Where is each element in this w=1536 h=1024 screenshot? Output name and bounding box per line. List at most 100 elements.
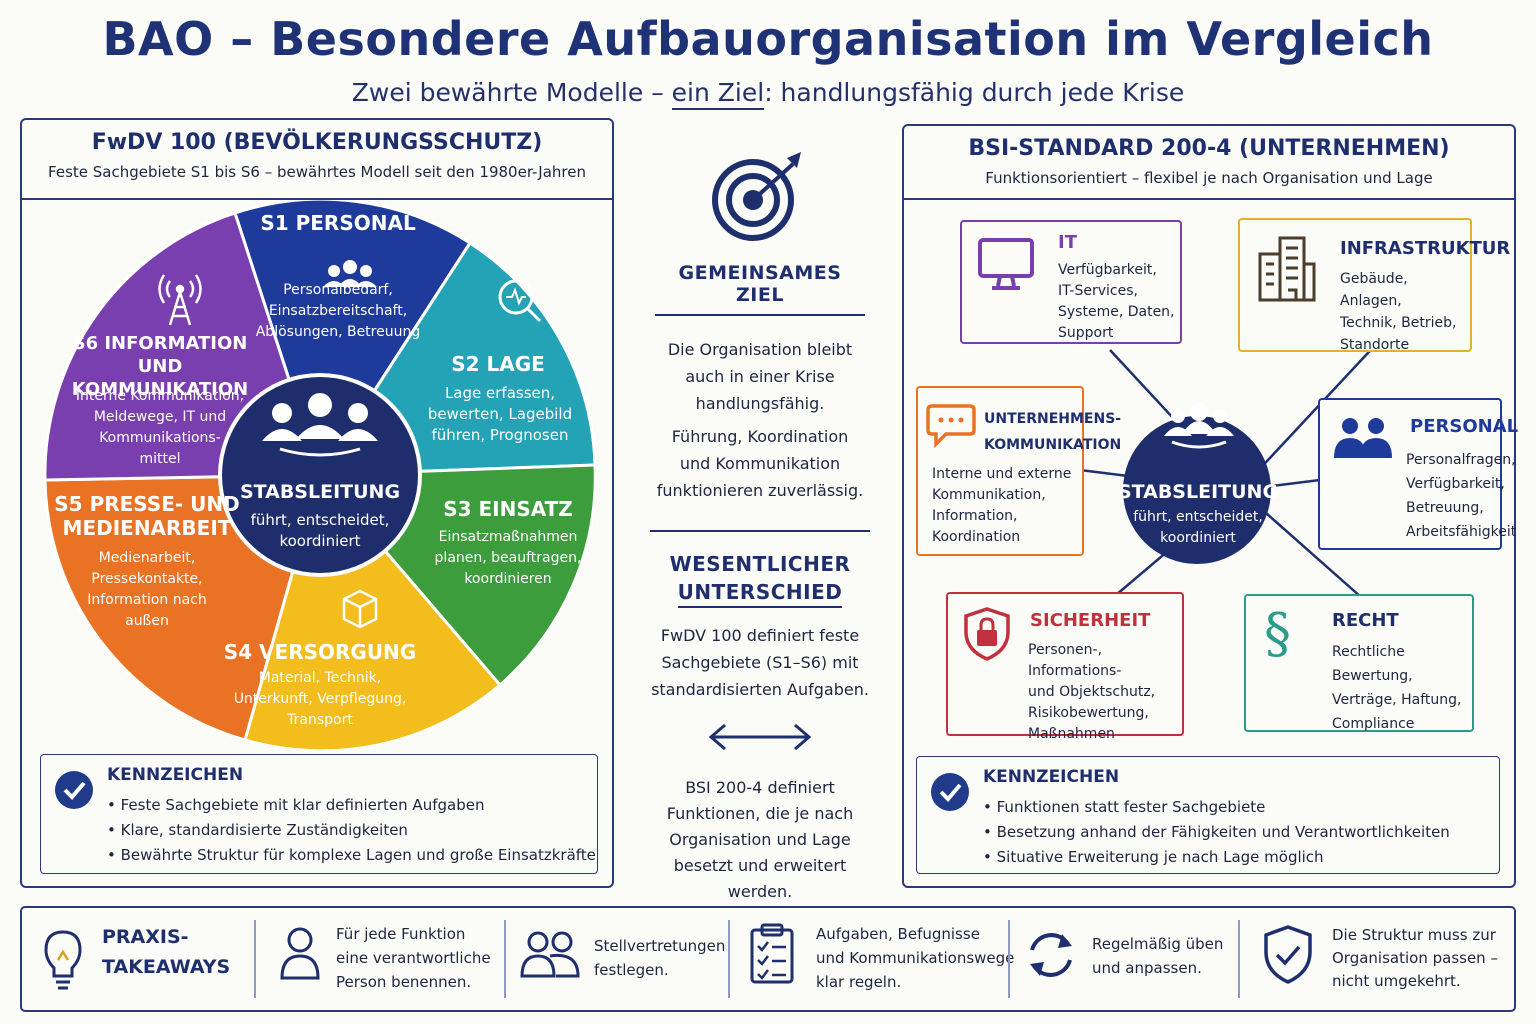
shield-lock-icon bbox=[964, 607, 1010, 661]
s1-group-icon bbox=[323, 260, 377, 287]
diff-line2: Sachgebiete (S1–S6) mit bbox=[661, 653, 859, 672]
goal-line1: Die Organisation bleibt bbox=[667, 340, 853, 359]
s6-title: S6 INFORMATION UND KOMMUNIKATION bbox=[62, 332, 258, 401]
it-line3: Systeme, Daten, bbox=[1058, 304, 1175, 320]
goal-line3: handlungsfähig. bbox=[695, 394, 825, 413]
diff2-line4: besetzt und erweitert bbox=[673, 856, 847, 875]
s4-box-icon bbox=[342, 589, 378, 629]
infrastruktur-text: Gebäude, Anlagen, Technik, Betrieb, Stan… bbox=[1340, 268, 1470, 356]
s3-line1: Einsatzmaßnahmen bbox=[438, 529, 578, 545]
right-center-line1: führt, entscheidet, bbox=[1133, 509, 1263, 525]
recht-title: RECHT bbox=[1332, 610, 1399, 631]
takeaway-4-text: Regelmäßig üben und anpassen. bbox=[1092, 932, 1223, 980]
sicherheit-line1: Personen-, Informations- bbox=[1028, 642, 1122, 679]
divider bbox=[650, 530, 870, 532]
s1-line2: Einsatzbereitschaft, bbox=[268, 303, 408, 319]
takeaway-1-line1: Für jede Funktion bbox=[336, 925, 466, 943]
takeaway-5-text: Die Struktur muss zur Organisation passe… bbox=[1332, 924, 1498, 993]
center-group-icon bbox=[262, 393, 378, 457]
s3-text: Einsatzmaßnahmen planen, beauftragen, ko… bbox=[416, 527, 600, 590]
takeaway-2-line2: festlegen. bbox=[594, 961, 669, 979]
takeaways-title: PRAXIS- TAKEAWAYS bbox=[102, 922, 230, 982]
personal-line4: Arbeitsfähigkeit bbox=[1406, 524, 1517, 540]
bsi-kennzeichen-title: KENNZEICHEN bbox=[983, 767, 1120, 787]
takeaway-1-text: Für jede Funktion eine verantwortliche P… bbox=[336, 922, 491, 994]
fwdv-title: FwDV 100 (BEVÖLKERUNGSSCHUTZ) bbox=[91, 130, 543, 155]
clipboard-icon bbox=[750, 923, 794, 984]
s5-title: S5 PRESSE- UND MEDIENARBEIT bbox=[52, 492, 242, 540]
diff2-line1: BSI 200-4 definiert bbox=[685, 778, 835, 797]
takeaway-3-line3: klar regeln. bbox=[816, 973, 902, 991]
s6-line4: mittel bbox=[139, 451, 181, 467]
segment-s1 bbox=[233, 200, 473, 479]
sicherheit-line4: Maßnahmen bbox=[1028, 726, 1115, 742]
sicherheit-title: SICHERHEIT bbox=[1030, 610, 1151, 631]
double-arrow-icon bbox=[708, 723, 812, 751]
personal-box: PERSONAL Personalfragen, Verfügbarkeit, … bbox=[1318, 398, 1518, 550]
goal2-line1: Führung, Koordination bbox=[671, 427, 849, 446]
s4-title: S4 VERSORGUNG bbox=[223, 640, 417, 664]
sicherheit-text: Personen-, Informations- und Objektschut… bbox=[1028, 640, 1182, 745]
subtitle-emphasis: ein Ziel bbox=[671, 78, 765, 110]
goal-text: Die Organisation bleibt auch in einer Kr… bbox=[640, 336, 880, 417]
infra-line1: Gebäude, Anlagen, bbox=[1340, 271, 1408, 309]
s2-magnifier-icon bbox=[498, 279, 542, 323]
two-persons-icon bbox=[520, 931, 580, 978]
target-icon bbox=[712, 152, 801, 241]
s6-line3: Kommunikations- bbox=[99, 430, 221, 446]
it-title: IT bbox=[1058, 232, 1077, 253]
building-icon bbox=[1258, 236, 1316, 302]
recht-line2: Verträge, Haftung, bbox=[1332, 692, 1462, 708]
takeaway-2-text: Stellvertretungen festlegen. bbox=[594, 934, 725, 982]
bsi-kennzeichen-list: Funktionen statt fester Sachgebiete Bese… bbox=[983, 795, 1450, 870]
goal2-line3: funktionieren zuverlässig. bbox=[656, 481, 864, 500]
lightbulb-icon bbox=[44, 930, 82, 990]
bsi-kennzeichen: KENNZEICHEN Funktionen statt fester Sach… bbox=[916, 756, 1500, 874]
s5-title-line2: MEDIENARBEIT bbox=[62, 516, 232, 540]
subtitle-pre: Zwei bewährte Modelle – bbox=[351, 78, 672, 107]
takeaway-3-line1: Aufgaben, Befugnisse bbox=[816, 925, 980, 943]
list-item: Funktionen statt fester Sachgebiete bbox=[983, 795, 1450, 820]
it-line2: IT-Services, bbox=[1058, 283, 1138, 299]
paragraph-icon: § bbox=[1264, 602, 1291, 665]
fwdv-header: FwDV 100 (BEVÖLKERUNGSSCHUTZ) Feste Sach… bbox=[22, 120, 612, 200]
list-item: Klare, standardisierte Zuständigkeiten bbox=[107, 818, 596, 843]
s5-line2: Pressekontakte, bbox=[91, 571, 203, 587]
page-title: BAO – Besondere Aufbauorganisation im Ve… bbox=[102, 12, 1434, 66]
it-text: Verfügbarkeit, IT-Services, Systeme, Dat… bbox=[1058, 260, 1175, 344]
komm-line2: Kommunikation, bbox=[932, 487, 1046, 503]
komm-line3: Information, bbox=[932, 508, 1018, 524]
diff2-line2: Funktionen, die je nach bbox=[666, 804, 854, 823]
left-center-line1: führt, entscheidet, bbox=[250, 511, 390, 529]
kommunikation-box: UNTERNEHMENS- KOMMUNIKATION Interne und … bbox=[916, 386, 1121, 556]
right-center-title: STABSLEITUNG bbox=[1117, 481, 1279, 503]
takeaway-3-text: Aufgaben, Befugnisse und Kommunikationsw… bbox=[816, 922, 1014, 994]
recht-line1: Rechtliche Bewertung, bbox=[1332, 644, 1413, 684]
personal-line1: Personalfragen, bbox=[1406, 452, 1516, 468]
s3-line3: koordinieren bbox=[464, 571, 552, 587]
people-icon bbox=[1334, 418, 1392, 458]
person-icon bbox=[280, 927, 320, 980]
bsi-title: BSI-STANDARD 200-4 (UNTERNEHMEN) bbox=[968, 136, 1450, 161]
fwdv-kennzeichen-list: Feste Sachgebiete mit klar definierten A… bbox=[107, 793, 596, 868]
bsi-subtitle: Funktionsorientiert – flexibel je nach O… bbox=[985, 169, 1433, 187]
recht-box: § RECHT Rechtliche Bewertung, Verträge, … bbox=[1244, 594, 1474, 732]
subtitle-post: : handlungsfähig durch jede Krise bbox=[764, 78, 1185, 107]
page-subtitle: Zwei bewährte Modelle – ein Ziel: handlu… bbox=[0, 78, 1536, 110]
s5-text: Medienarbeit, Pressekontakte, Informatio… bbox=[62, 548, 232, 632]
s3-line2: planen, beauftragen, bbox=[434, 550, 582, 566]
s2-text: Lage erfassen, bewerten, Lagebild führen… bbox=[410, 383, 590, 446]
s2-line2: bewerten, Lagebild bbox=[427, 405, 573, 423]
shield-check-icon bbox=[1264, 925, 1312, 984]
recht-text: Rechtliche Bewertung, Verträge, Haftung,… bbox=[1332, 640, 1472, 736]
diff-title-line2: UNTERSCHIED bbox=[677, 578, 843, 608]
takeaway-1-line2: eine verantwortliche bbox=[336, 949, 491, 967]
takeaways-title-line1: PRAXIS- bbox=[102, 926, 189, 948]
infrastruktur-box: INFRASTRUKTUR Gebäude, Anlagen, Technik,… bbox=[1238, 218, 1510, 353]
s5-line1: Medienarbeit, bbox=[98, 550, 196, 566]
sicherheit-line2: und Objektschutz, bbox=[1028, 684, 1156, 700]
goal-text-2: Führung, Koordination und Kommunikation … bbox=[640, 423, 880, 504]
diff-text: FwDV 100 definiert feste Sachgebiete (S1… bbox=[640, 622, 880, 703]
kommunikation-title: UNTERNEHMENS- KOMMUNIKATION bbox=[984, 406, 1121, 458]
takeaway-2-line1: Stellvertretungen bbox=[594, 937, 726, 955]
